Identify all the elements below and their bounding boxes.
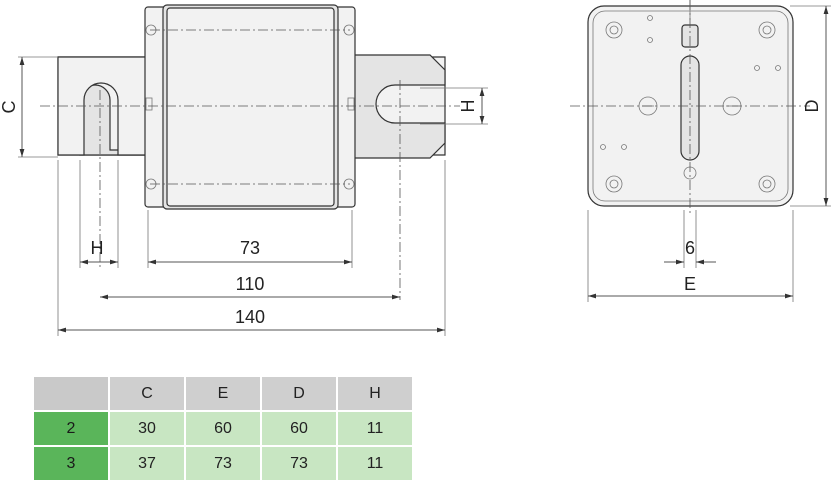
table-row: 3 37 73 73 11 — [34, 447, 412, 480]
dimensions-table: C E D H 2 30 60 60 11 3 37 73 73 11 — [32, 375, 414, 482]
side-view: D 6 E — [570, 0, 831, 302]
table-header-e: E — [186, 377, 260, 410]
table-header-h: H — [338, 377, 412, 410]
dim-d-label: D — [802, 100, 822, 113]
value-cell-c: 37 — [110, 447, 184, 480]
value-cell-d: 73 — [262, 447, 336, 480]
value-cell-d: 60 — [262, 412, 336, 445]
value-cell-c: 30 — [110, 412, 184, 445]
dim-6-label: 6 — [685, 238, 695, 258]
dim-140-label: 140 — [235, 307, 265, 327]
dim-110-label: 110 — [236, 274, 265, 294]
dim-h-blade-label: H — [91, 238, 104, 258]
table-row: 2 30 60 60 11 — [34, 412, 412, 445]
table-header-c: C — [110, 377, 184, 410]
table-header-row: C E D H — [34, 377, 412, 410]
table-header-corner — [34, 377, 108, 410]
dim-73-label: 73 — [240, 238, 260, 258]
dim-c-label: C — [0, 101, 19, 114]
value-cell-e: 60 — [186, 412, 260, 445]
size-cell: 3 — [34, 447, 108, 480]
fuse-body — [144, 4, 356, 210]
value-cell-h: 11 — [338, 447, 412, 480]
value-cell-h: 11 — [338, 412, 412, 445]
knife-contact-right — [349, 54, 446, 159]
dim-e-label: E — [684, 274, 696, 294]
technical-drawing: C H H 73 110 140 — [0, 0, 831, 336]
dim-h-slot-label: H — [458, 100, 478, 113]
size-cell: 2 — [34, 412, 108, 445]
table-header-d: D — [262, 377, 336, 410]
value-cell-e: 73 — [186, 447, 260, 480]
front-view: C H H 73 110 140 — [0, 4, 488, 336]
